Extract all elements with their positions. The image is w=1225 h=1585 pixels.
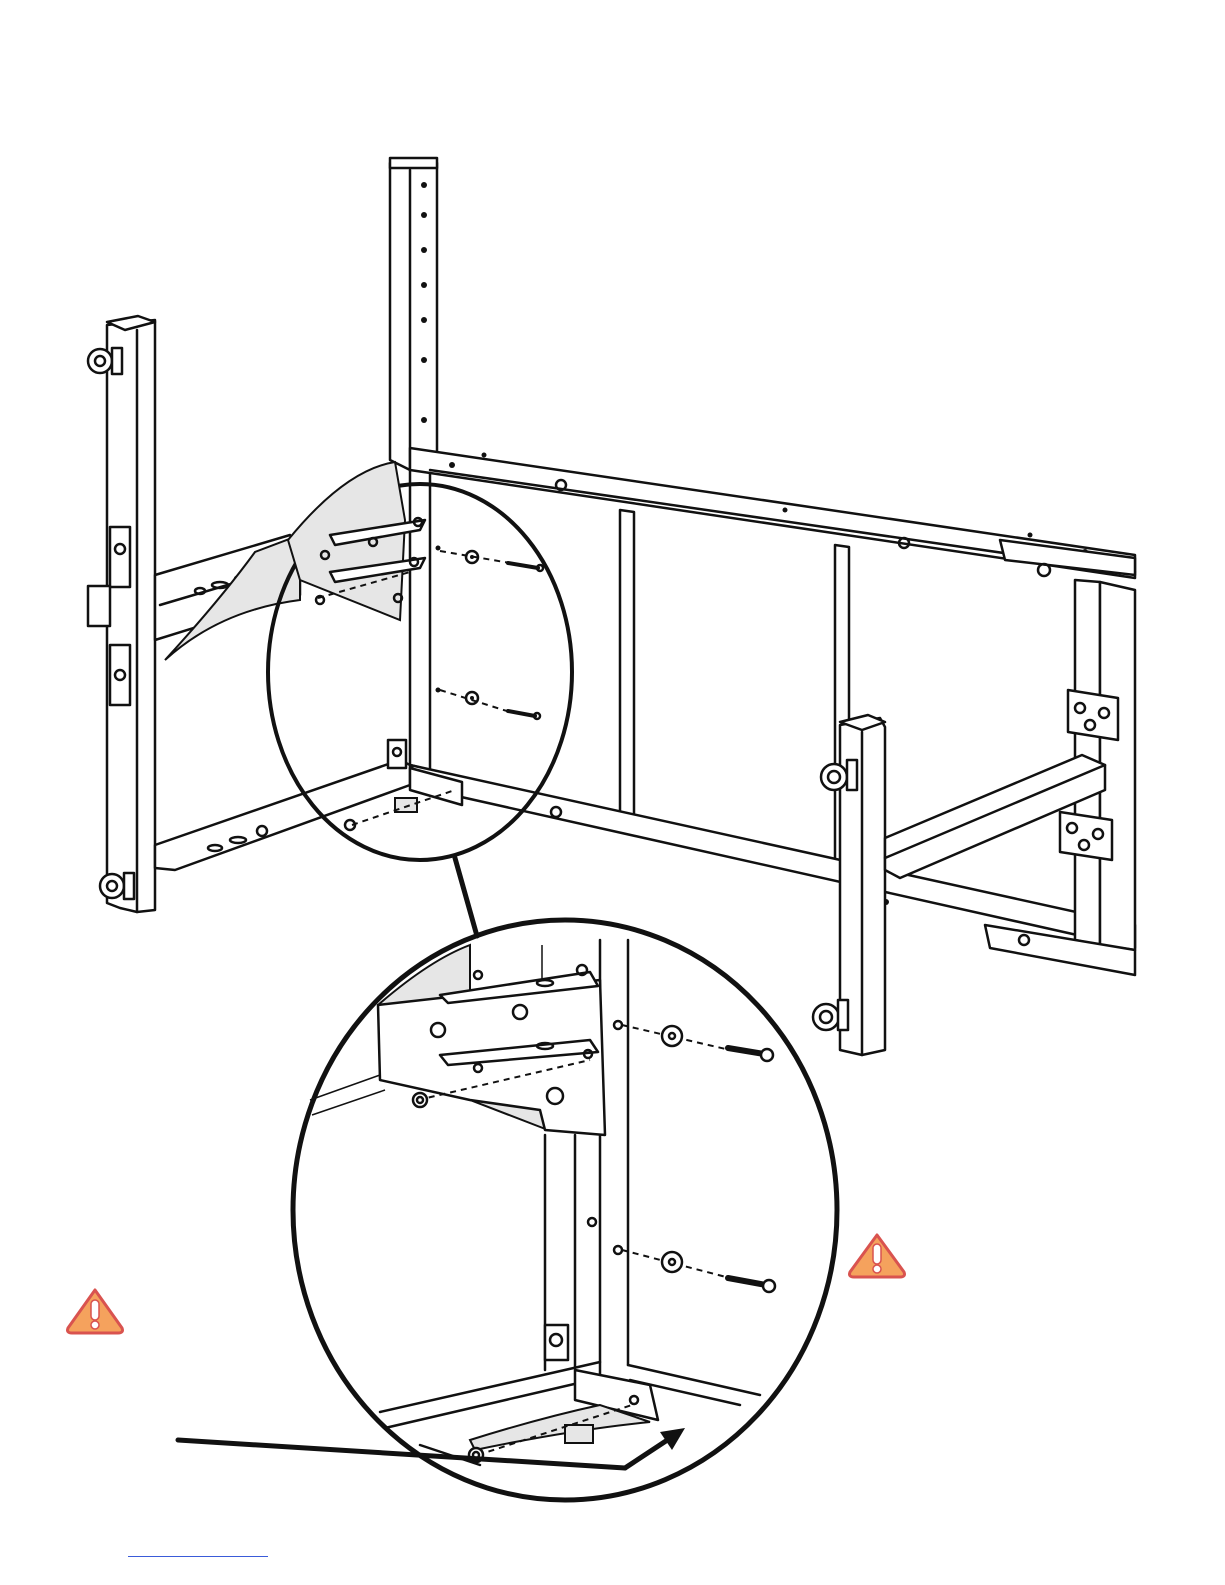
footer-link-underline (128, 1556, 268, 1557)
detail-callout-magnified (293, 920, 837, 1500)
panel-dividers (620, 510, 849, 865)
frame-assembly (88, 158, 1135, 1055)
leveling-foot (100, 873, 134, 899)
leveling-foot (813, 1000, 848, 1030)
warning-icon (68, 1290, 123, 1333)
left-upright (88, 316, 410, 912)
leveling-foot (88, 348, 122, 374)
leveling-foot (821, 760, 857, 790)
warning-icon (850, 1235, 905, 1277)
callout-leader (455, 858, 477, 936)
